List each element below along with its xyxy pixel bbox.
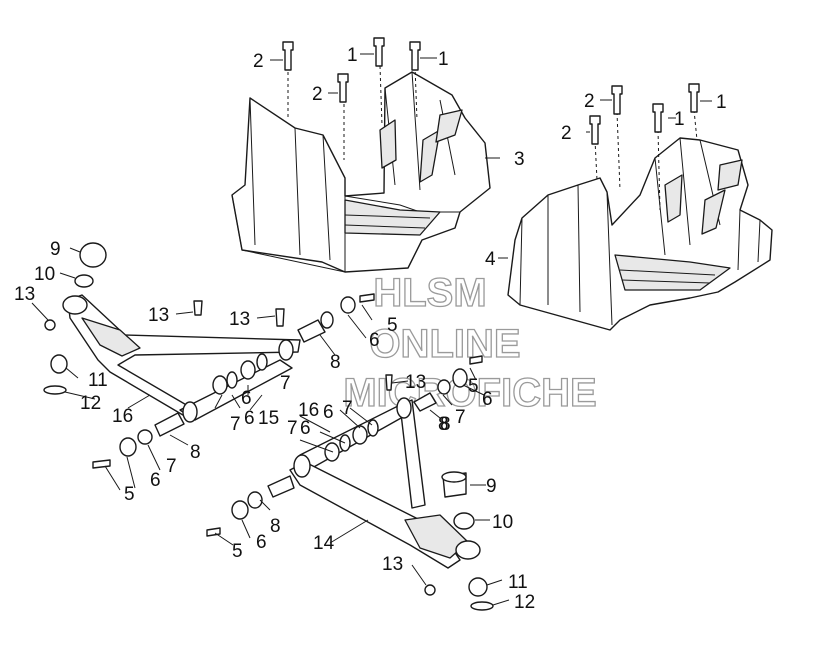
callout-8e: 8 xyxy=(270,516,281,537)
watermark-line3: MICROFICHE xyxy=(343,371,596,415)
callout-9a: 9 xyxy=(50,239,61,260)
callout-6e: 6 xyxy=(323,402,334,423)
callout-13a: 13 xyxy=(14,284,35,305)
callout-3: 3 xyxy=(514,149,525,170)
callout-12a: 12 xyxy=(80,393,101,414)
callout-13e: 13 xyxy=(382,554,403,575)
watermark: HLSM ONLINE MICROFICHE xyxy=(343,270,598,415)
callout-6c: 6 xyxy=(244,408,255,429)
callout-6f: 6 xyxy=(300,418,311,439)
callout-15: 15 xyxy=(258,408,279,429)
callout-9b: 9 xyxy=(486,476,497,497)
right-footrest-part-4 xyxy=(507,109,773,331)
callout-6d: 6 xyxy=(482,389,493,410)
callout-11b: 11 xyxy=(508,572,528,593)
callout-6g: 6 xyxy=(150,470,161,491)
callout-8c: 8 xyxy=(438,414,449,435)
callout-7e: 7 xyxy=(287,418,298,439)
callout-1c: 1 xyxy=(716,92,727,113)
callout-8b: 8 xyxy=(190,442,201,463)
callout-5c: 5 xyxy=(124,484,135,505)
callout-2c: 2 xyxy=(584,91,595,112)
callout-8d: 8 xyxy=(440,414,451,435)
callout-7c: 7 xyxy=(455,407,466,428)
callout-2d: 2 xyxy=(561,123,572,144)
callout-2b: 2 xyxy=(312,84,323,105)
bushings-and-fasteners xyxy=(43,242,494,611)
callout-numbers: 2 1 1 2 3 2 1 1 2 4 9 10 13 13 13 5 6 8 … xyxy=(14,45,727,613)
watermark-line1: HLSM xyxy=(373,271,486,315)
callout-6h: 6 xyxy=(256,532,267,553)
callout-leaders xyxy=(31,53,712,606)
callout-10b: 10 xyxy=(492,512,513,533)
callout-11a: 11 xyxy=(88,370,108,391)
bolt-group-right xyxy=(589,83,700,145)
callout-6b: 6 xyxy=(241,388,252,409)
callout-5a: 5 xyxy=(387,315,398,336)
callout-13c: 13 xyxy=(229,309,250,330)
callout-7a: 7 xyxy=(280,373,291,394)
upper-a-arm-part-16 xyxy=(62,294,301,423)
callout-8a: 8 xyxy=(330,352,341,373)
callout-1d: 1 xyxy=(674,109,685,130)
left-footrest-part-3 xyxy=(231,65,491,273)
callout-6a: 6 xyxy=(369,330,380,351)
callout-2a: 2 xyxy=(253,51,264,72)
callout-12b: 12 xyxy=(514,592,535,613)
callout-1a: 1 xyxy=(347,45,358,66)
callout-7f: 7 xyxy=(166,456,177,477)
callout-10a: 10 xyxy=(34,264,55,285)
callout-1b: 1 xyxy=(438,49,449,70)
bolt-group-left xyxy=(282,37,421,103)
callout-7d: 7 xyxy=(342,398,353,419)
callout-5d: 5 xyxy=(232,541,243,562)
callout-4: 4 xyxy=(485,249,496,270)
callout-16b: 16 xyxy=(298,400,319,421)
callout-14: 14 xyxy=(313,533,335,554)
callout-7b: 7 xyxy=(230,414,241,435)
callout-16a: 16 xyxy=(112,406,133,427)
watermark-line2: ONLINE xyxy=(369,322,520,366)
callout-13b: 13 xyxy=(148,305,169,326)
callout-5b: 5 xyxy=(468,376,479,397)
callout-13d: 13 xyxy=(405,372,426,393)
